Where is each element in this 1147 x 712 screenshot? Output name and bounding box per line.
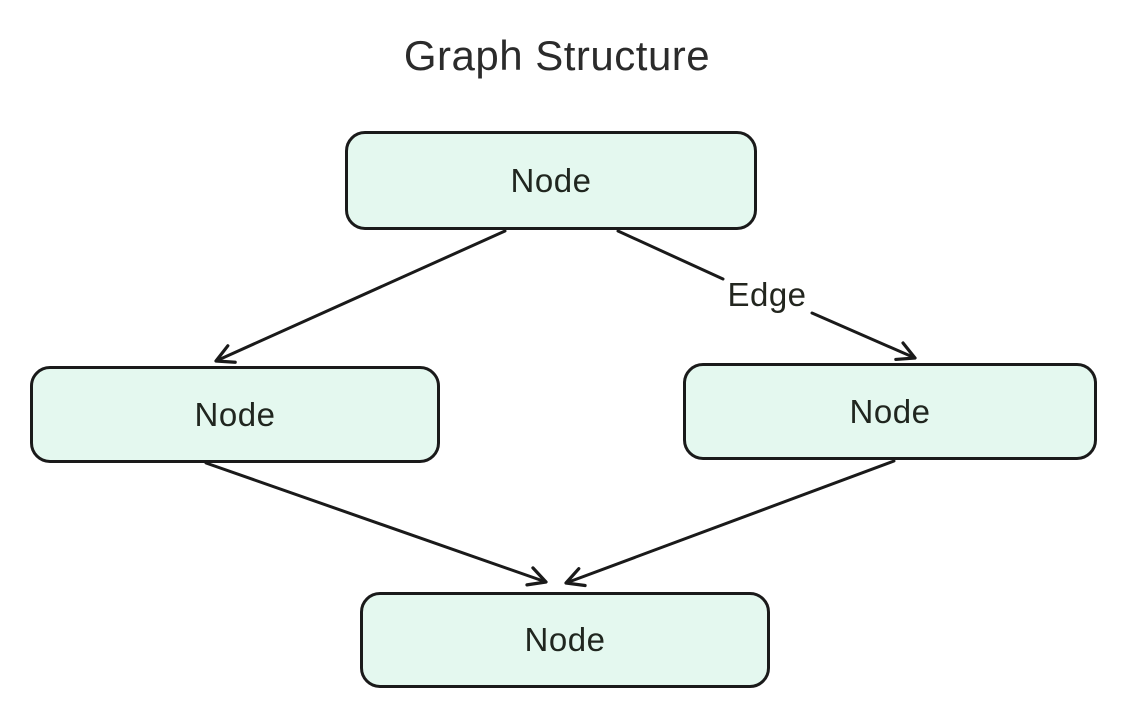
node-right: Node <box>683 363 1097 460</box>
node-left: Node <box>30 366 440 463</box>
diagram-title: Graph Structure <box>403 32 711 79</box>
edge-label: Edge <box>727 276 807 313</box>
node-left-label: Node <box>194 395 276 433</box>
node-top-label: Node <box>510 161 592 199</box>
node-bottom: Node <box>360 592 770 688</box>
node-top: Node <box>345 131 757 230</box>
edge-top-to-right <box>616 229 917 362</box>
edge-right-to-bottom <box>564 459 896 588</box>
node-right-label: Node <box>849 392 931 430</box>
edge-top-to-left <box>214 229 507 364</box>
node-bottom-label: Node <box>524 621 606 658</box>
edge-left-to-bottom <box>204 461 548 587</box>
